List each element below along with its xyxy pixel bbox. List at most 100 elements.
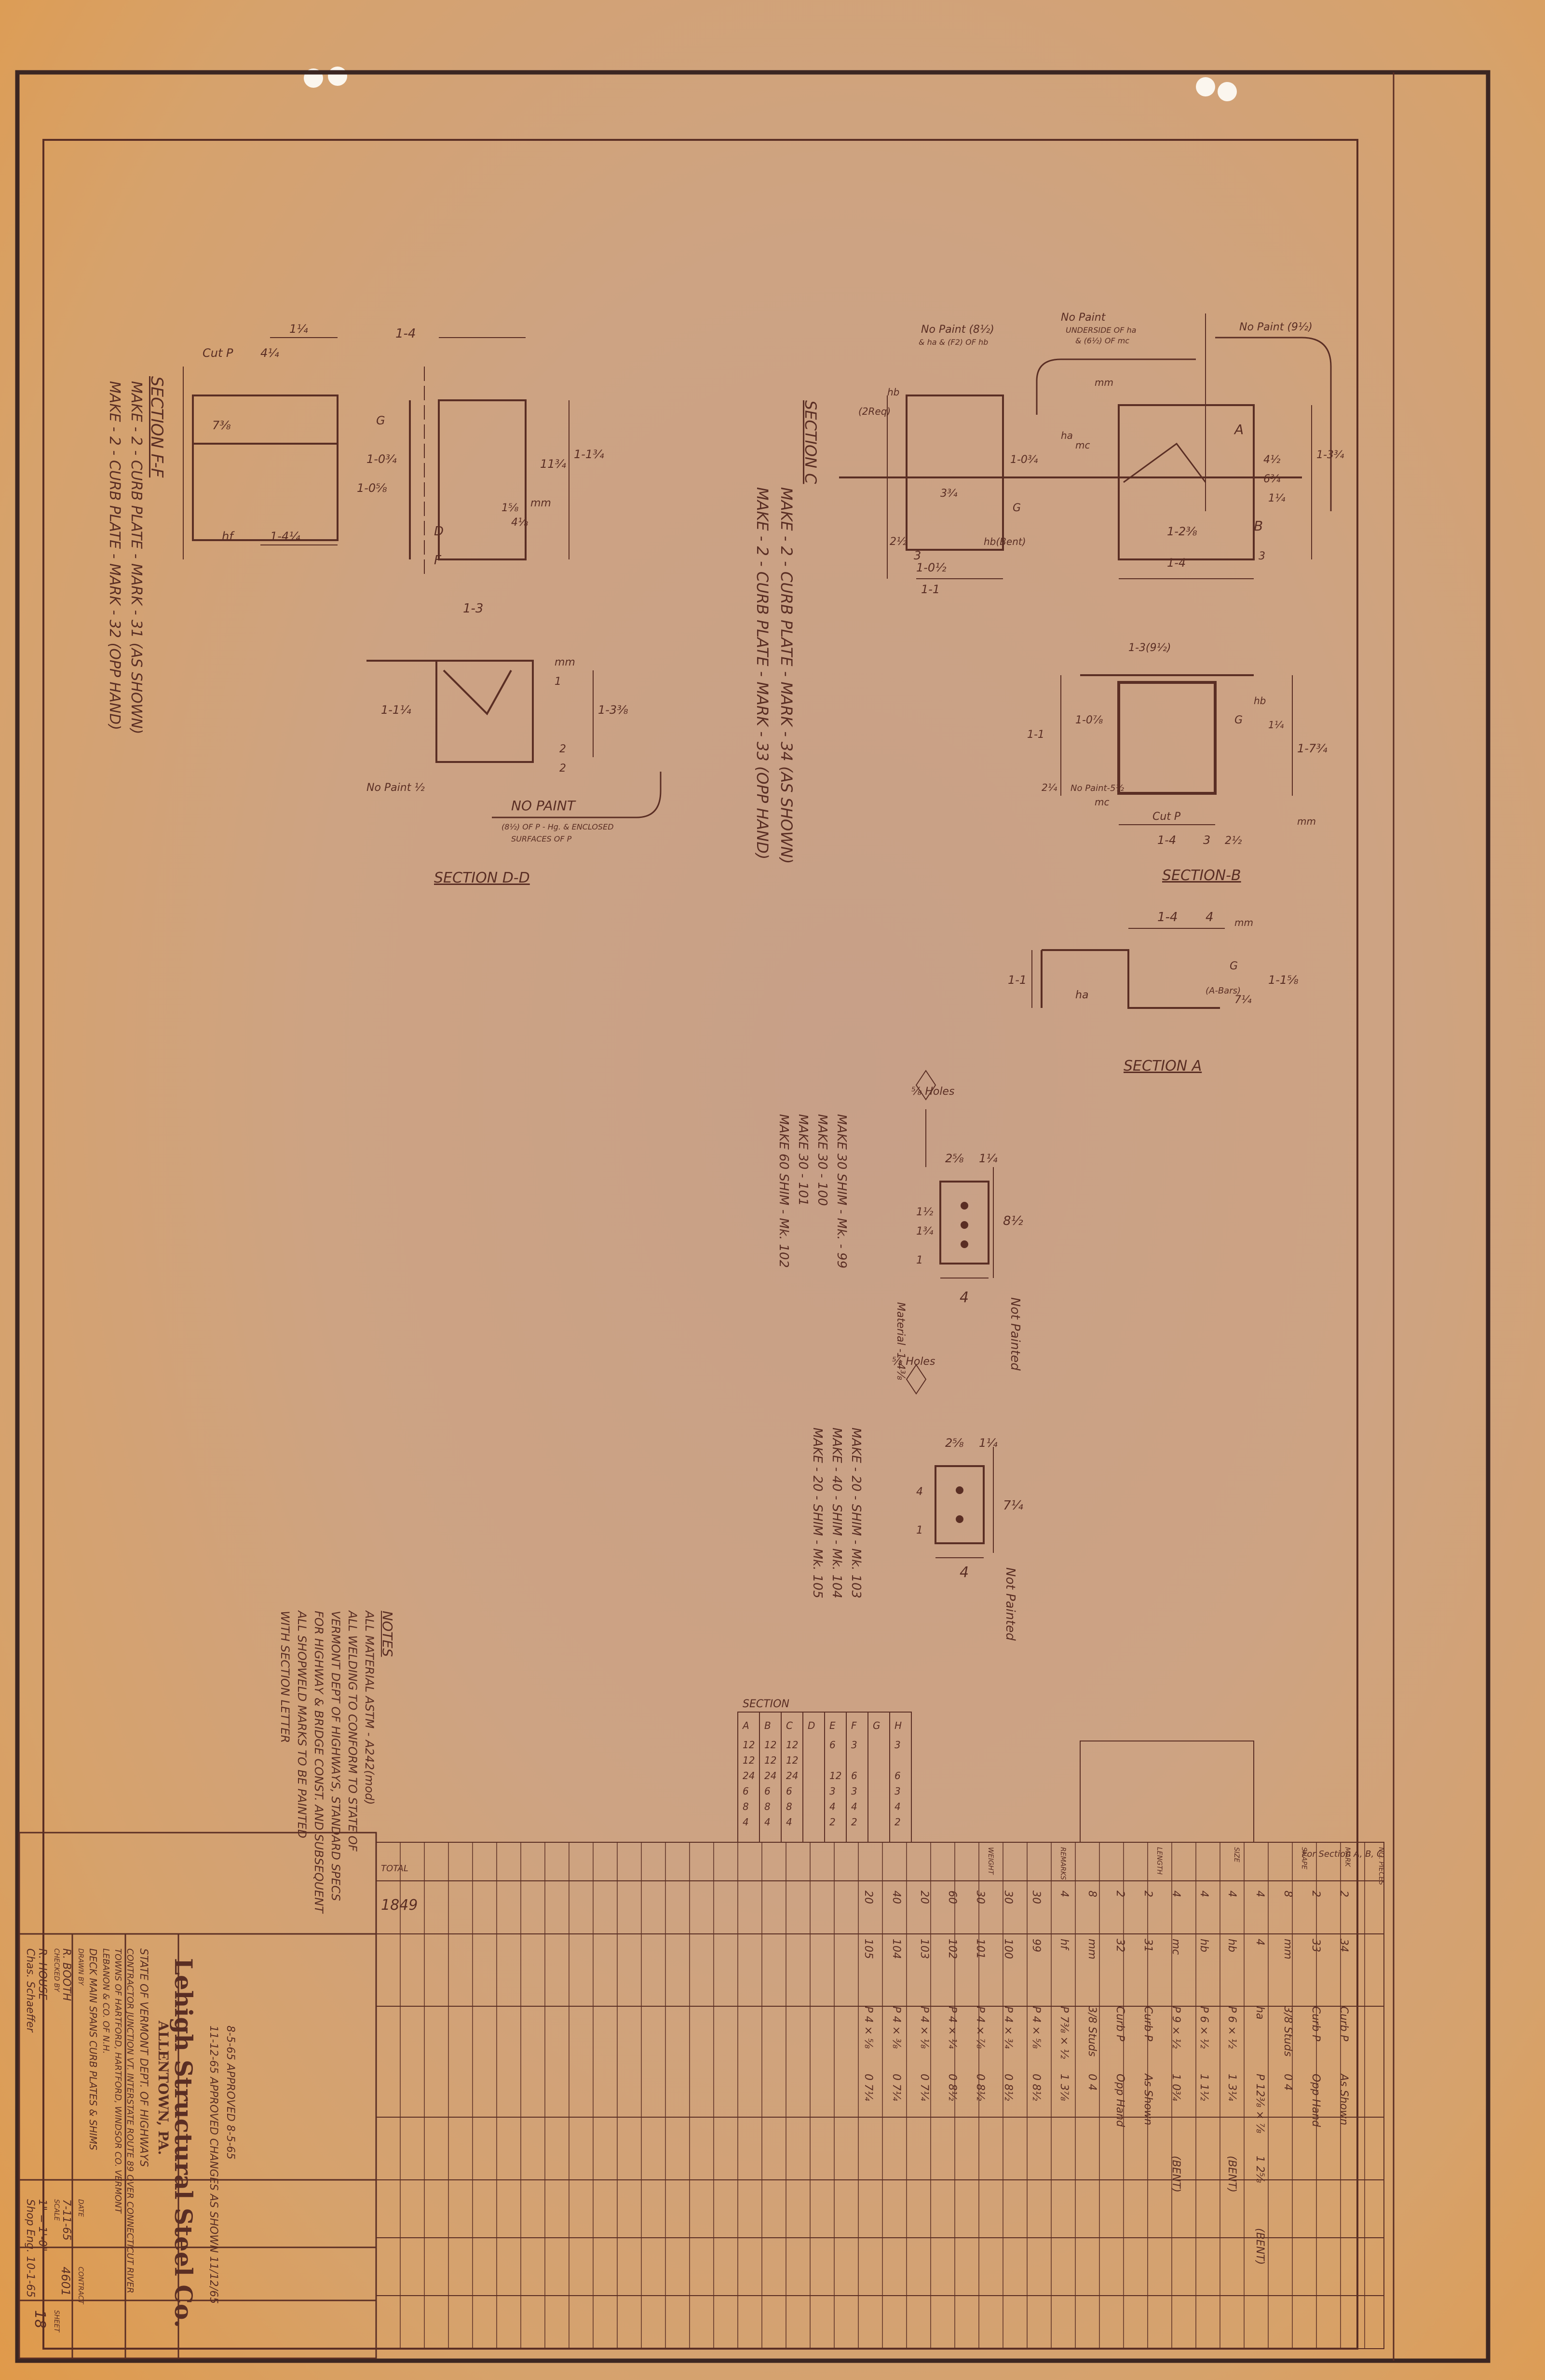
b-dim-8: 1¼ — [1268, 719, 1284, 731]
c-mark-3: mc — [1075, 439, 1090, 451]
shim2-dim-3: 4 — [916, 1486, 923, 1498]
bill-cell: P 4 × ⅜ — [890, 2006, 902, 2049]
shim2-callout: ⅝ Holes — [892, 1356, 935, 1368]
bill-cell: 3/8 Studs — [1282, 2006, 1294, 2056]
section-table-cell: 8 — [743, 1801, 749, 1812]
tb-value-checked: R. HOUSE — [36, 1948, 48, 2000]
bill-header-cell: REMARKS — [1059, 1847, 1067, 1880]
bill-cell: 4 — [1058, 1890, 1070, 1897]
shim2-make-2: MAKE - 20 - SHIM - Mk. 105 — [810, 1428, 825, 1599]
bill-cell: As Shown — [1142, 2073, 1154, 2125]
bill-cell: 1 2⅝ — [1254, 2156, 1266, 2183]
punch-hole-right-2 — [1218, 82, 1237, 101]
bill-cell: hf — [1058, 1939, 1070, 1951]
shim2-dim-5: 1 — [916, 1524, 923, 1537]
c-note-0: No Paint (8½) — [921, 324, 994, 336]
bill-cell: 31 — [1142, 1939, 1154, 1952]
ff-mark-4: F — [434, 553, 442, 568]
c-note-1: & ha & (F2) OF hb — [919, 338, 988, 347]
tb-label-checked: CHECKED BY — [53, 1948, 60, 1992]
bill-cell: 20 — [862, 1890, 874, 1904]
approval-line-2: 11-12-65 APPROVED CHANGES AS SHOWN 11/12… — [207, 2026, 219, 2304]
section-col-h: H — [894, 1720, 902, 1731]
bill-cell: 3/8 Studs — [1086, 2006, 1098, 2056]
section-table-cell: 12 — [743, 1754, 755, 1766]
dd-note-1: (8½) OF P - Hg. & ENCLOSED — [501, 822, 614, 831]
b-mark-4: hb — [1254, 695, 1266, 707]
ff-mark-1: hf — [222, 530, 235, 543]
dd-dim-1: 1-1¼ — [381, 703, 411, 717]
bill-cell: 102 — [946, 1939, 958, 1959]
bill-cell: 2 — [1114, 1890, 1126, 1897]
shim1-make-2: MAKE 30 - 101 — [796, 1114, 810, 1206]
section-table-cell: 4 — [829, 1801, 836, 1812]
shim2-not-painted: Not Painted — [1003, 1567, 1017, 1641]
title-city: ALLENTOWN, PA. — [155, 2021, 171, 2155]
section-col-b: B — [764, 1720, 771, 1731]
bill-cell: (BENT) — [1226, 2156, 1238, 2192]
section-ff-title: SECTION F-F — [147, 376, 166, 478]
bill-cell: P 4 × ⅞ — [974, 2006, 986, 2049]
section-table-cell: 12 — [743, 1739, 755, 1751]
make-note-34: MAKE - 2 - CURB PLATE - MARK - 34 (AS SH… — [777, 487, 796, 864]
bill-cell: Opp Hand — [1310, 2074, 1322, 2127]
c-dim-8: 1-3¾ — [1316, 449, 1344, 461]
bill-cell: 1 3¼ — [1226, 2074, 1238, 2101]
bill-cell: 20 — [918, 1890, 930, 1904]
bill-cell: P 7⅜ × ½ — [1058, 2006, 1070, 2059]
a-mark-2: G — [1230, 960, 1238, 972]
notes-line-5: WITH SECTION LETTER — [278, 1611, 292, 1743]
bill-cell: 104 — [890, 1939, 902, 1959]
section-table-cell: 2 — [829, 1816, 836, 1828]
bill-total-label: TOTAL — [381, 1863, 408, 1874]
bill-cell: 30 — [974, 1890, 986, 1904]
shim1-make-3: MAKE 60 SHIM - Mk. 102 — [776, 1114, 791, 1268]
bill-cell: (BENT) — [1170, 2156, 1182, 2192]
bill-cell: Curb P — [1142, 2006, 1154, 2041]
a-mark-0: ha — [1075, 989, 1088, 1001]
bill-cell: mm — [1086, 1939, 1098, 1959]
dd-mark-0: No Paint ½ — [366, 782, 425, 794]
bill-cell: 0 8½ — [1030, 2074, 1042, 2101]
bill-cell: Opp Hand — [1114, 2074, 1126, 2127]
section-ff-drawing — [183, 337, 569, 579]
ff-dim-9: 4⅛ — [511, 517, 528, 529]
c-dim-5: 2½ — [890, 536, 907, 548]
title-company: Lehigh Structural Steel Co. — [169, 1958, 198, 2328]
section-table-cell: 6 — [851, 1770, 857, 1782]
ff-mark-5: mm — [530, 497, 551, 509]
a-mark-1: mm — [1234, 917, 1253, 928]
make-note-31: MAKE - 2 - CURB PLATE - MARK - 31 (AS SH… — [128, 381, 145, 734]
section-table-cell: 8 — [764, 1801, 771, 1812]
ff-dim-6: 1-4¼ — [270, 530, 300, 543]
shim1-dim-6: 1 — [916, 1254, 923, 1266]
bill-cell: hb — [1198, 1939, 1210, 1952]
tb-value-scale: 1" = 1'-0" — [36, 2199, 48, 2252]
bill-cell: 32 — [1114, 1939, 1126, 1952]
section-table-grid — [737, 1712, 1254, 1843]
shim1-dim-3: 1½ — [916, 1206, 933, 1218]
shim1-dim-1: 1¼ — [979, 1152, 998, 1165]
bill-cell: 40 — [890, 1890, 902, 1904]
section-table-cell: 12 — [786, 1754, 798, 1766]
bill-of-material-grid — [376, 1842, 1384, 2349]
bill-cell: 4 — [1254, 1939, 1266, 1945]
notes-line-4: ALL SHOPWELD MARKS TO BE PAINTED — [295, 1611, 309, 1838]
section-table-cell: 4 — [786, 1816, 792, 1828]
section-c-title: SECTION C — [801, 400, 820, 484]
b-mark-3: No Paint-5½ — [1071, 783, 1124, 793]
c-note-4: & (6½) OF mc — [1075, 336, 1129, 345]
bill-cell: 0 7¼ — [862, 2074, 874, 2101]
shim2-dim-1: 1¼ — [979, 1436, 998, 1450]
inner-border — [42, 139, 1358, 2350]
tb-label-drawn: DRAWN BY — [77, 1948, 84, 1986]
section-table-cell: 12 — [786, 1739, 798, 1751]
bill-cell: 1 3⅞ — [1058, 2074, 1070, 2101]
bill-cell: 101 — [974, 1939, 986, 1959]
title-project-2: LEBANON & CO. OF N.H. — [101, 1948, 111, 2054]
ff-dim-5: 1-0⅝ — [357, 481, 387, 495]
a-dim-1: 4 — [1206, 910, 1214, 925]
bill-cell: 4 — [1226, 1890, 1238, 1897]
